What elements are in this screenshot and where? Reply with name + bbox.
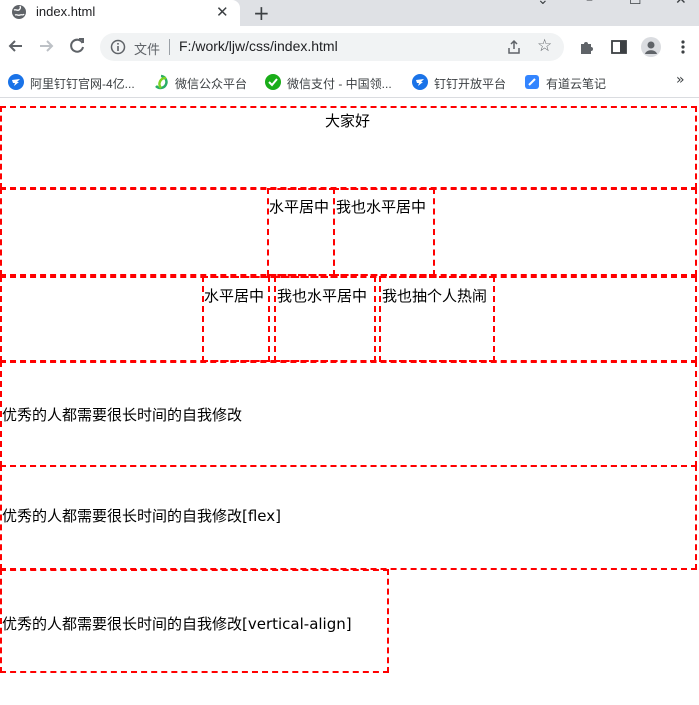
url-text[interactable]: F:/work/ljw/css/index.html (179, 38, 338, 54)
box5-text: 优秀的人都需要很长时间的自我修改[flex] (2, 507, 281, 525)
tab-close-icon[interactable]: ✕ (216, 3, 229, 21)
tab-index-html[interactable]: index.html ✕ (0, 0, 240, 26)
row3-item-1-text: 水平居中 (204, 287, 265, 305)
forward-icon[interactable] (36, 36, 56, 56)
tab-strip: index.html ✕ + ⌄ – ☐ ✕ (0, 0, 699, 26)
close-window-button[interactable]: ✕ (675, 0, 687, 8)
globe-icon (12, 5, 26, 19)
address-bar[interactable]: 文件 F:/work/ljw/css/index.html ☆ (100, 33, 564, 61)
tab-search-icon[interactable]: ⌄ (537, 0, 549, 8)
box4-text: 优秀的人都需要很长时间的自我修改 (2, 406, 243, 424)
back-icon[interactable] (6, 36, 26, 56)
minimize-button[interactable]: – (586, 0, 593, 8)
box6-text: 优秀的人都需要很长时间的自我修改[vertical-align] (2, 615, 352, 633)
menu-icon[interactable] (674, 38, 692, 56)
bookmarks-bar: 阿里钉钉官网-4亿... 微信公众平台 微信支付 - 中国领... 钉钉开放平台… (0, 67, 699, 98)
profile-avatar-icon[interactable] (641, 37, 661, 57)
bookmark-item-youdao[interactable]: 有道云笔记 (524, 72, 614, 92)
row2-item-2 (333, 188, 435, 276)
new-tab-button[interactable]: + (253, 1, 270, 25)
info-icon[interactable] (110, 39, 126, 55)
tab-title: index.html (36, 4, 96, 19)
wechat-mp-icon (155, 74, 168, 90)
youdao-note-icon (525, 75, 539, 89)
wechat-pay-icon (265, 74, 281, 90)
row2-item-1-text: 水平居中 (269, 198, 330, 216)
reload-icon[interactable] (67, 36, 87, 56)
row3-item-2-text: 我也水平居中 (277, 287, 368, 305)
bookmarks-overflow-icon[interactable]: » (676, 72, 685, 88)
dingtalk-open-icon (412, 74, 428, 90)
bookmark-item-dingtalk-open[interactable]: 钉钉开放平台 (412, 72, 512, 92)
row2-item-2-text: 我也水平居中 (336, 198, 427, 216)
share-icon[interactable] (506, 39, 522, 55)
extensions-icon[interactable] (578, 38, 596, 56)
address-separator (169, 39, 170, 55)
side-panel-icon[interactable] (610, 38, 628, 56)
bookmark-item-dingtalk[interactable]: 阿里钉钉官网-4亿... (8, 72, 140, 92)
box-vertical-align (0, 569, 389, 673)
bookmark-star-icon[interactable]: ☆ (537, 36, 553, 56)
row3-item-3-text: 我也抽个人热闹 (382, 287, 488, 305)
bookmark-item-wechat-pay[interactable]: 微信支付 - 中国领... (265, 72, 400, 92)
maximize-button[interactable]: ☐ (629, 0, 642, 8)
bookmark-item-wechat-mp[interactable]: 微信公众平台 (153, 72, 253, 92)
greeting-text: 大家好 (325, 112, 371, 130)
scheme-label: 文件 (134, 42, 161, 57)
dingtalk-icon (8, 74, 24, 90)
page-content: 大家好 水平居中 我也水平居中 水平居中 我也水平居中 我也抽个人热闹 优秀的人… (0, 98, 699, 705)
